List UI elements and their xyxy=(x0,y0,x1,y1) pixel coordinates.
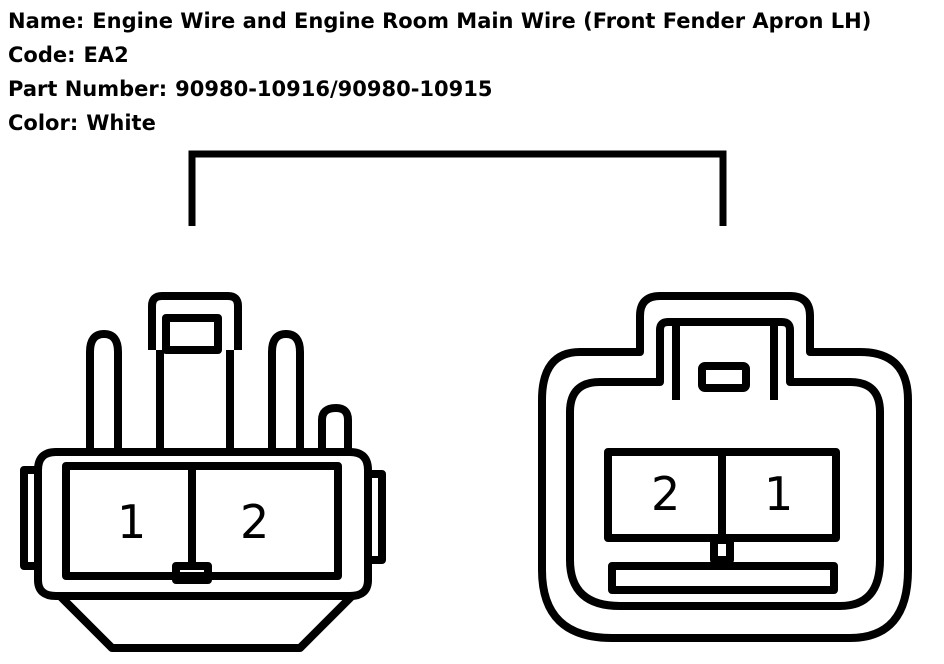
left-pin-2: 2 xyxy=(240,495,269,549)
right-latch-nub xyxy=(698,362,750,392)
mating-bracket xyxy=(188,150,727,226)
right-connector-housing xyxy=(538,292,912,642)
left-prong-right xyxy=(268,330,304,448)
code-row: Code: EA2 xyxy=(8,38,871,72)
left-connector-housing xyxy=(34,448,372,600)
connector-info: Name: Engine Wire and Engine Room Main Wi… xyxy=(8,4,871,140)
part-number-label: Part Number: xyxy=(8,77,168,101)
name-value: Engine Wire and Engine Room Main Wire (F… xyxy=(92,9,872,33)
left-side-post xyxy=(318,404,352,456)
part-number-value: 90980-10916/90980-10915 xyxy=(175,77,493,101)
right-key xyxy=(710,536,734,564)
part-number-row: Part Number: 90980-10916/90980-10915 xyxy=(8,72,871,106)
left-connector xyxy=(20,292,386,652)
color-label: Color: xyxy=(8,111,79,135)
right-latch-ridges xyxy=(672,322,778,400)
code-value: EA2 xyxy=(83,43,129,67)
right-pin-1: 1 xyxy=(764,467,793,521)
left-pin-frame xyxy=(62,462,342,580)
left-pin-1: 1 xyxy=(117,495,146,549)
color-row: Color: White xyxy=(8,106,871,140)
left-prong-left xyxy=(86,330,122,448)
code-label: Code: xyxy=(8,43,76,67)
left-connector-stem xyxy=(156,350,234,448)
left-ear-right xyxy=(368,470,386,564)
right-connector xyxy=(538,292,912,642)
right-housing-inner xyxy=(566,318,884,610)
right-pin-2: 2 xyxy=(651,467,680,521)
left-connector-base xyxy=(56,592,356,652)
left-key xyxy=(172,562,212,584)
left-latch-slot xyxy=(162,314,222,354)
color-value: White xyxy=(86,111,156,135)
name-label: Name: xyxy=(8,9,85,33)
name-row: Name: Engine Wire and Engine Room Main Wi… xyxy=(8,4,871,38)
left-ear-left xyxy=(20,466,38,570)
right-bottom-rail xyxy=(608,562,838,594)
left-connector-latch xyxy=(148,292,242,350)
